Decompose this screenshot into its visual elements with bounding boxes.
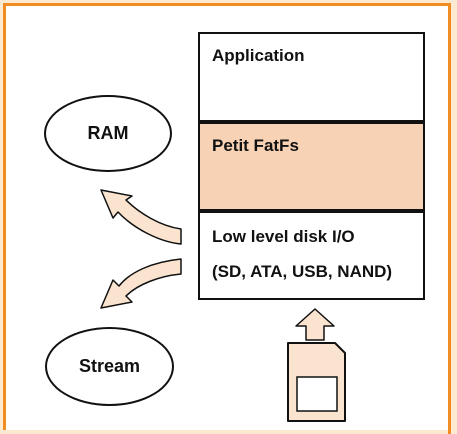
ram-node: RAM — [44, 95, 172, 172]
curved-arrow-to-stream-icon — [100, 258, 182, 309]
curved-arrow-to-ram-icon — [100, 189, 182, 245]
application-layer — [198, 32, 425, 122]
disk-io-layer — [198, 211, 425, 300]
stream-node: Stream — [45, 327, 174, 406]
petit-fatfs-layer — [198, 122, 425, 211]
diagram-frame-right-edge — [448, 3, 451, 434]
disk-io-label-line2: (SD, ATA, USB, NAND) — [212, 262, 393, 281]
up-arrow-icon — [295, 308, 335, 341]
sd-card-label-area — [296, 376, 338, 412]
application-label: Application — [212, 46, 305, 65]
stream-label: Stream — [78, 356, 141, 376]
petit-fatfs-label: Petit FatFs — [212, 136, 299, 155]
disk-io-label-line1: Low level disk I/O — [212, 227, 355, 246]
ram-label: RAM — [87, 123, 129, 143]
